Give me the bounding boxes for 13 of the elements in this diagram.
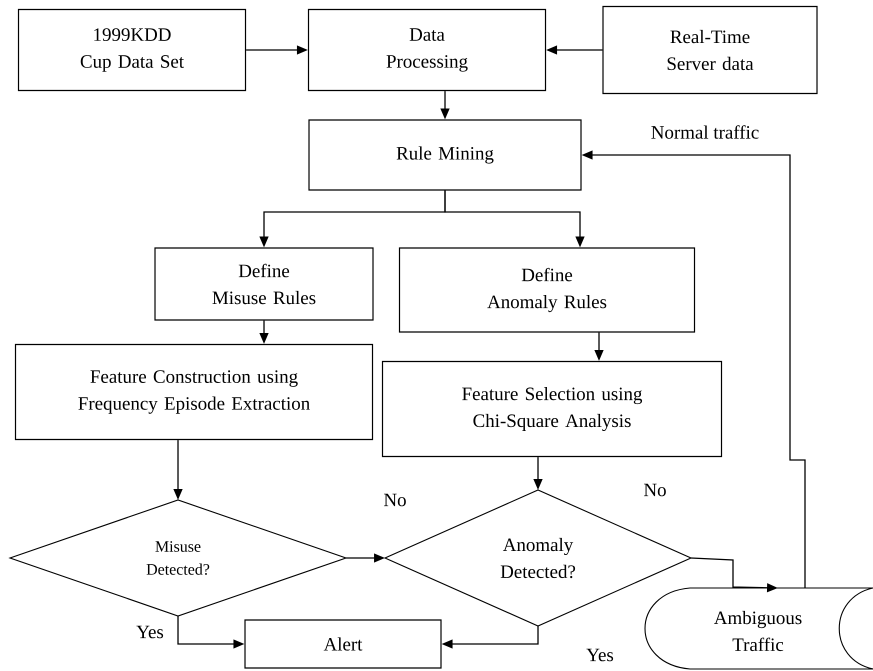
edge-label: Normal traffic bbox=[650, 124, 760, 140]
process-box: Feature Selection using Chi-Square Analysis bbox=[382, 360, 722, 458]
edge-label: Yes bbox=[135, 624, 165, 640]
process-box: Define Anomaly Rules bbox=[398, 247, 696, 333]
process-box: Real-Time Server data bbox=[602, 6, 818, 94]
process-box: Data Processing bbox=[308, 8, 546, 92]
process-box: 1999KDD Cup Data Set bbox=[18, 8, 246, 92]
process-box: Rule Mining bbox=[308, 119, 582, 191]
process-box: Feature Construction using Frequency Episode Extraction bbox=[14, 344, 374, 440]
edge-label: Yes bbox=[585, 648, 615, 662]
process-box: Alert bbox=[244, 619, 442, 669]
process-box: Define Misuse Rules bbox=[154, 247, 374, 321]
edge-label: No bbox=[382, 492, 408, 508]
